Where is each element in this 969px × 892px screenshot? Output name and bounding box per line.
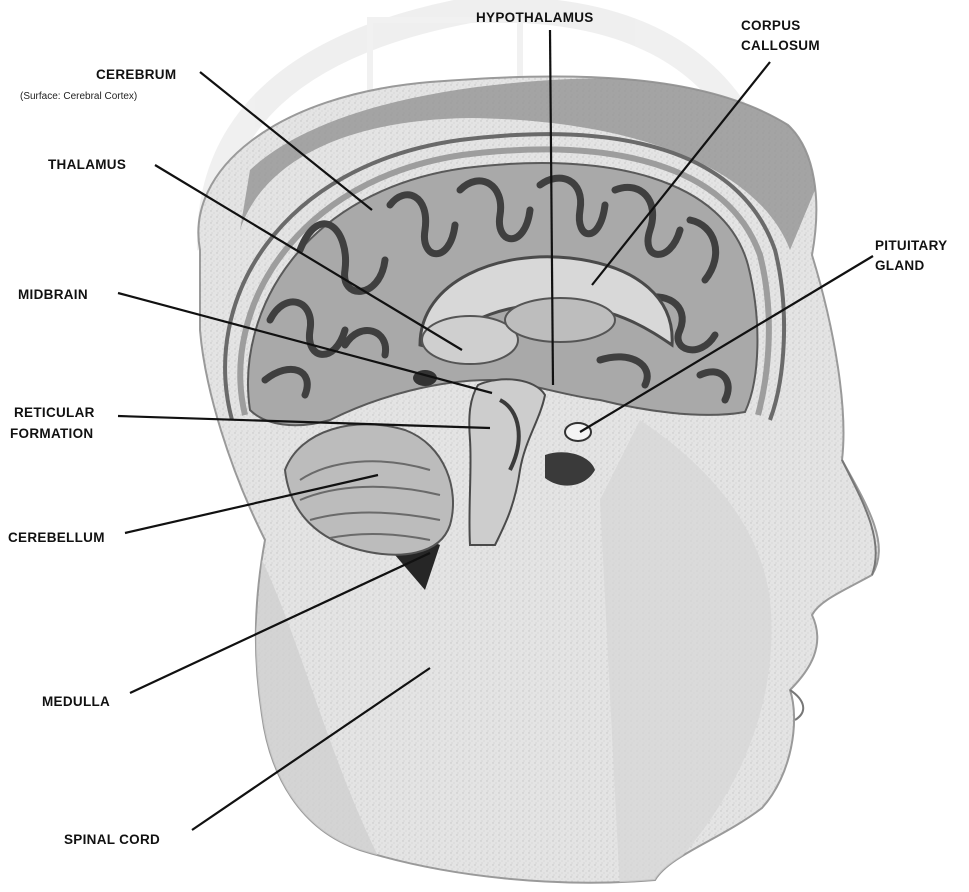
label-cerebrum-note: (Surface: Cerebral Cortex) [20, 91, 137, 102]
label-hypothalamus: HYPOTHALAMUS [476, 8, 594, 27]
pituitary-body [565, 423, 591, 441]
label-cerebrum: CEREBRUM [96, 65, 176, 84]
label-corpus-callosum-line1: CORPUS [741, 16, 801, 35]
label-midbrain: MIDBRAIN [18, 285, 88, 304]
label-cerebellum: CEREBELLUM [8, 528, 105, 547]
label-corpus-callosum-line2: CALLOSUM [741, 36, 820, 55]
label-pituitary-line2: GLAND [875, 256, 925, 275]
thalamus-body [422, 316, 518, 364]
label-thalamus: THALAMUS [48, 155, 126, 174]
label-reticular-line2: FORMATION [10, 424, 93, 443]
label-medulla: MEDULLA [42, 692, 110, 711]
label-pituitary-line1: PITUITARY [875, 236, 947, 255]
label-spinal-cord: SPINAL CORD [64, 830, 160, 849]
label-reticular-line1: RETICULAR [14, 403, 95, 422]
